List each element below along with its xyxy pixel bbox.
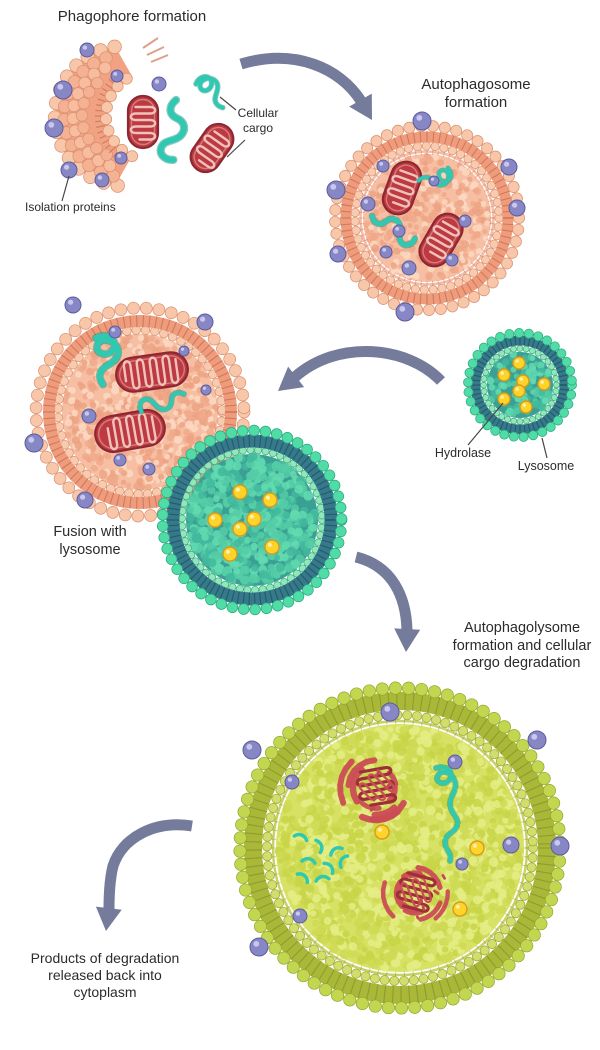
fusion-with-lysosome-label: Fusion with lysosome (53, 524, 127, 558)
fusion-with-lysosome-illustration (24, 296, 348, 616)
cellular-cargo-label: Cellular cargo (237, 106, 279, 135)
curved-arrow-icon-phagophore-to-autophagosome (239, 52, 372, 120)
lysosome-label: Lysosome (517, 459, 575, 473)
annotation-pointer-lines (61, 96, 548, 459)
hydrolase-label: Hydrolase (434, 446, 492, 460)
phagophore-formation-label: Phagophore formation (57, 8, 207, 25)
products-of-degradation-label: Products of degradation released back in… (30, 950, 180, 1001)
autophagolysome-illustration (233, 681, 570, 1015)
curved-arrow-icon-fusion-to-autophagolysome (354, 551, 421, 652)
curved-arrow-icon-to-products (95, 819, 193, 931)
phagophore-illustration (44, 37, 235, 193)
isolation-proteins-label: Isolation proteins (25, 200, 116, 214)
autophagosome-illustration (326, 111, 526, 322)
autophagosome-formation-label: Autophagosome formation (421, 76, 531, 112)
curved-arrow-icon-lysosome-to-fusion (278, 346, 445, 391)
lysosome-illustration (463, 328, 577, 442)
autophagolysome-formation-label: Autophagolysome formation and cellular c… (452, 620, 592, 672)
